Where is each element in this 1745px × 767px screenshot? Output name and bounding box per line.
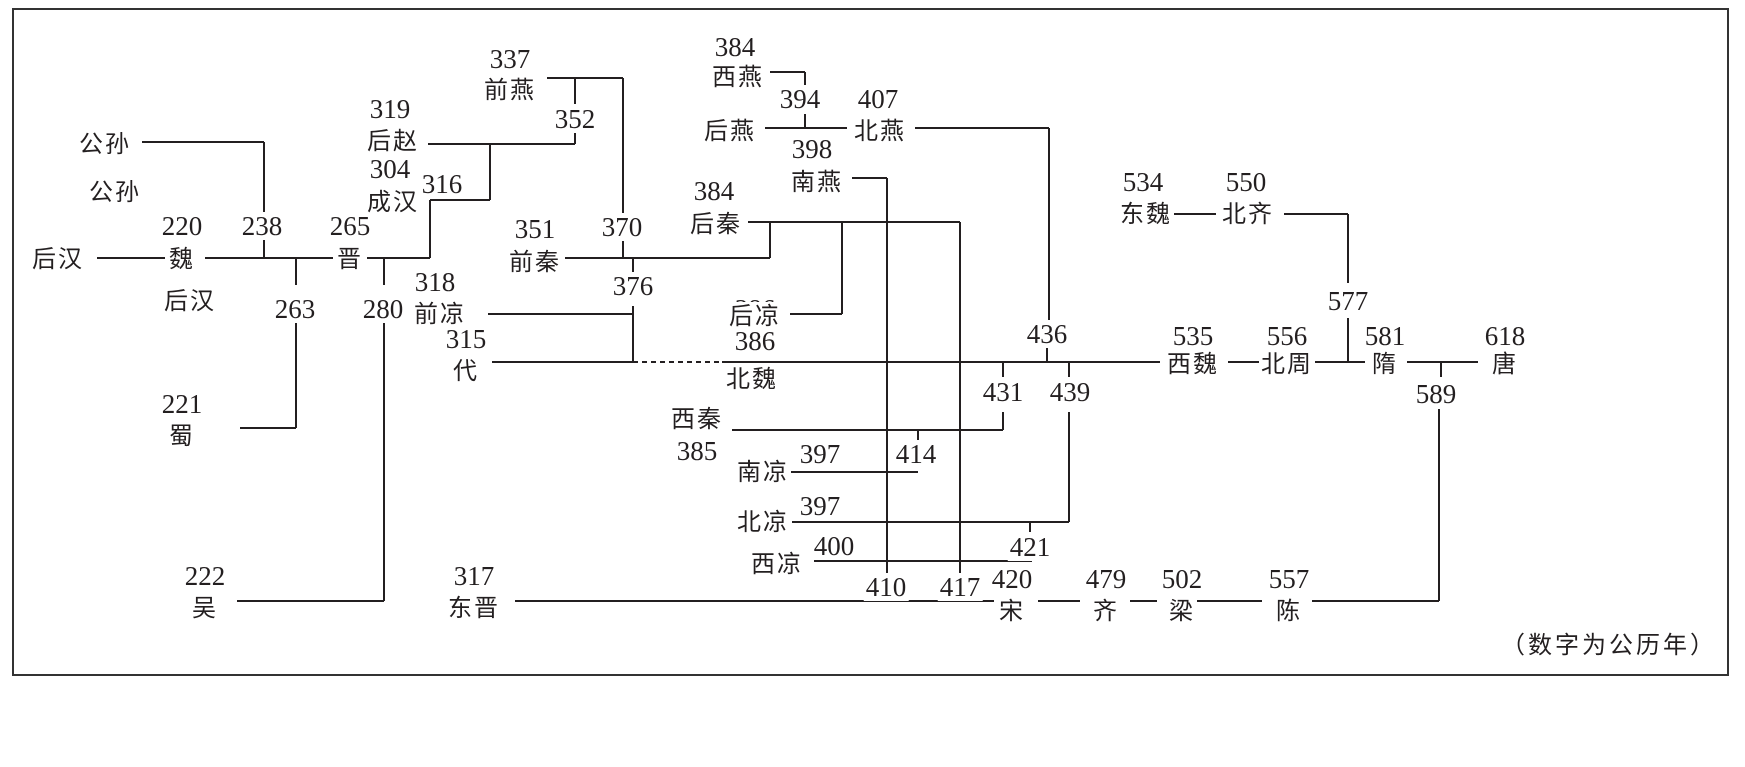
year-319: 319 [367, 94, 413, 124]
year-421: 421 [1007, 532, 1053, 562]
year-317: 317 [451, 561, 497, 591]
year-557: 557 [1266, 564, 1312, 594]
label-houhan: 后汉 [30, 245, 86, 273]
label-beiyan: 北燕 [852, 117, 908, 145]
label-sui: 隋 [1370, 350, 1400, 378]
year-220: 220 [159, 211, 205, 241]
label-gongsun: 公孙 [77, 130, 133, 158]
label-shu: 蜀 [167, 422, 197, 450]
year-577: 577 [1325, 286, 1371, 316]
year-304: 304 [367, 154, 413, 184]
label-beiqi: 北齐 [1220, 200, 1276, 228]
year-337: 337 [487, 44, 533, 74]
label-tang: 唐 [1490, 350, 1520, 378]
year-352: 352 [552, 104, 598, 134]
label-xiliang: 西凉 [749, 550, 805, 578]
year-420: 420 [989, 564, 1035, 594]
year-550: 550 [1223, 167, 1269, 197]
year-315: 315 [443, 324, 489, 354]
label-jin: 晋 [335, 245, 365, 273]
year-556: 556 [1264, 321, 1310, 351]
year-618: 618 [1482, 321, 1528, 351]
year-439: 439 [1047, 377, 1093, 407]
diagram-frame [12, 8, 1729, 676]
label-qianliang: 前凉 [412, 300, 468, 328]
year-502: 502 [1159, 564, 1205, 594]
label-xiqin: 西秦 [669, 405, 725, 433]
year-414: 414 [893, 439, 939, 469]
label-dongwei: 东魏 [1118, 200, 1174, 228]
label-houzhao: 后赵 [365, 127, 421, 155]
label-beiliang: 北凉 [735, 508, 791, 536]
label-houliang: 后凉 [727, 302, 783, 330]
year-221: 221 [159, 389, 205, 419]
label-nanyan: 南燕 [789, 168, 845, 196]
year-417: 417 [937, 572, 983, 602]
year-410: 410 [863, 572, 909, 602]
label-qi: 齐 [1091, 597, 1121, 625]
label-chen: 陈 [1274, 597, 1304, 625]
year-397-nanliang: 397 [799, 439, 841, 469]
year-384-xiyan: 384 [712, 32, 758, 62]
label-qianyan: 前燕 [482, 76, 538, 104]
year-397-beiliang: 397 [799, 491, 841, 521]
year-431: 431 [980, 377, 1026, 407]
label-liang: 梁 [1167, 597, 1197, 625]
year-370: 370 [599, 212, 645, 242]
label-qianqin: 前秦 [507, 248, 563, 276]
footnote: （数字为公历年） [1501, 631, 1717, 659]
label-xiwei: 西魏 [1165, 350, 1221, 378]
label-dongjin: 东晋 [446, 594, 502, 622]
year-398: 398 [789, 134, 835, 164]
label-beizhou: 北周 [1259, 350, 1315, 378]
year-589: 589 [1413, 379, 1459, 409]
label-nanliang: 南凉 [735, 458, 791, 486]
label-houyan: 后燕 [702, 117, 758, 145]
label-houqin: 后秦 [688, 210, 744, 238]
year-351: 351 [512, 214, 558, 244]
year-280: 280 [360, 294, 406, 324]
year-376: 376 [610, 271, 656, 301]
label-wu: 吴 [190, 594, 220, 622]
label-beiwei: 北魏 [724, 365, 780, 393]
year-534: 534 [1120, 167, 1166, 197]
year-407: 407 [855, 84, 901, 114]
label-song: 宋 [997, 597, 1027, 625]
label-houhan-2: 后汉 [162, 287, 218, 315]
year-316: 316 [419, 169, 465, 199]
label-xiyan: 西燕 [710, 63, 766, 91]
year-386-beiwei: 386 [732, 326, 778, 356]
year-318: 318 [412, 267, 458, 297]
year-394: 394 [777, 84, 823, 114]
year-384-houqin: 384 [691, 176, 737, 206]
year-385: 385 [674, 436, 720, 466]
label-wei: 魏 [167, 245, 197, 273]
year-400: 400 [813, 531, 855, 561]
year-263: 263 [272, 294, 318, 324]
year-222: 222 [182, 561, 228, 591]
year-581: 581 [1362, 321, 1408, 351]
label-dai: 代 [451, 357, 481, 385]
label-chenghan: 成汉 [365, 188, 421, 216]
year-436: 436 [1024, 319, 1070, 349]
year-238: 238 [239, 211, 285, 241]
year-479: 479 [1083, 564, 1129, 594]
year-265: 265 [327, 211, 373, 241]
label-gongsun-2: 公孙 [87, 178, 143, 206]
year-535: 535 [1170, 321, 1216, 351]
